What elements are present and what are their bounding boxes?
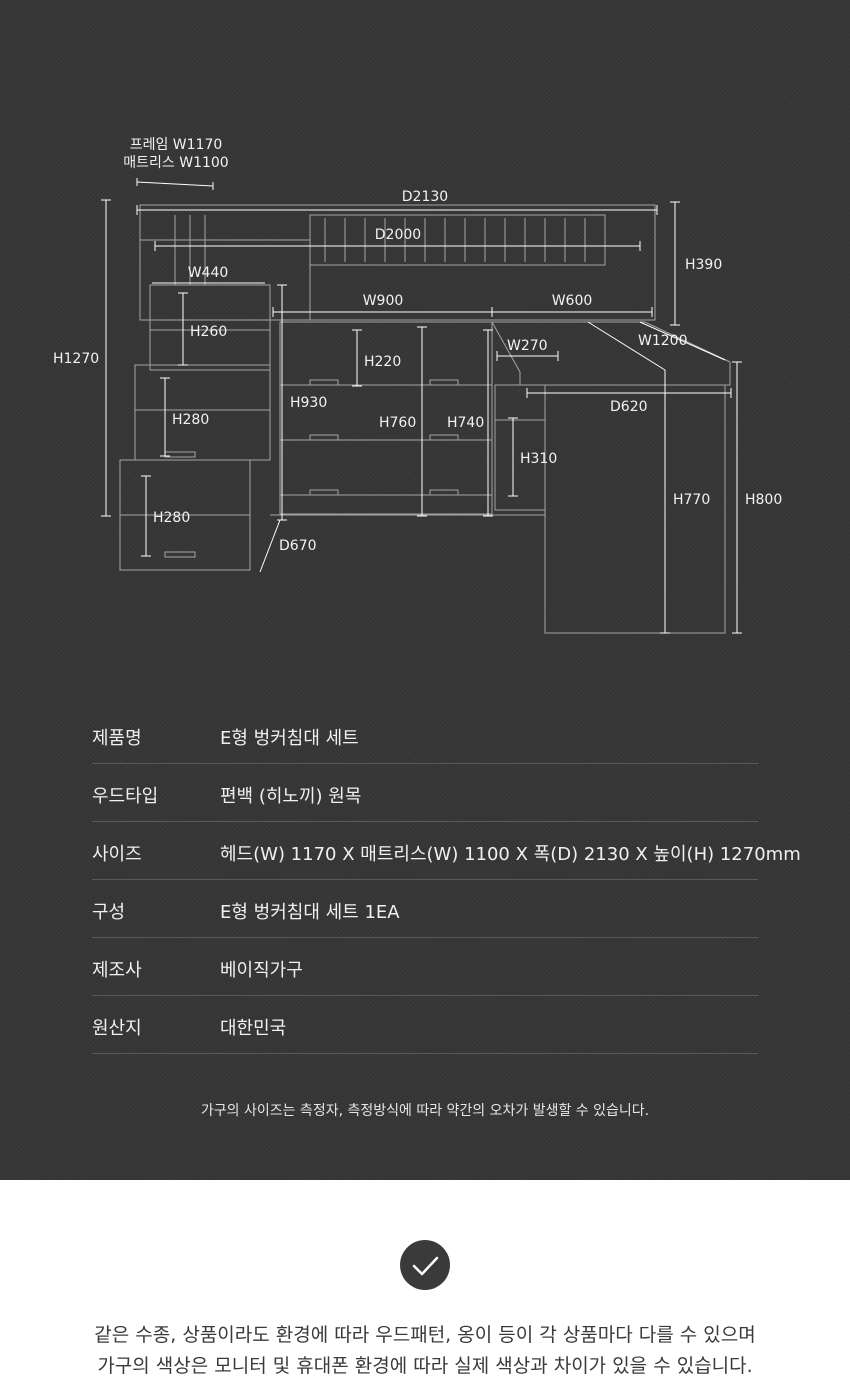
spec-value: 베이직가구 (220, 960, 303, 981)
d2130-label: D2130 (402, 189, 448, 205)
disclaimer-line-2: 가구의 색상은 모니터 및 휴대폰 환경에 따라 실제 색상과 차이가 있을 수… (97, 1355, 753, 1377)
spec-key: 제품명 (92, 728, 142, 749)
spec-key: 우드타입 (92, 786, 159, 807)
spec-row: 원산지 대한민국 (92, 996, 758, 1054)
h930-label: H930 (290, 395, 327, 411)
h770-label: H770 (673, 492, 710, 508)
w270-label: W270 (507, 338, 548, 354)
w600-label: W600 (552, 293, 593, 309)
w1200-label: W1200 (638, 333, 687, 349)
dimension-section: 프레임 W1170 매트리스 W1100 D2130 D2000 H390 W4… (0, 0, 850, 1180)
spec-key: 구성 (92, 902, 126, 923)
h1270-label: H1270 (53, 351, 99, 367)
spec-row: 우드타입 편백 (히노끼) 원목 (92, 764, 758, 822)
spec-value: E형 벙커침대 세트 (220, 728, 359, 749)
h740-label: H740 (447, 415, 484, 431)
frame-width-label: 프레임 W1170 (130, 137, 223, 153)
h220-label: H220 (364, 354, 401, 370)
spec-value: 대한민국 (220, 1018, 287, 1039)
spec-row: 사이즈 헤드(W) 1170 X 매트리스(W) 1100 X 폭(D) 213… (92, 822, 801, 880)
spec-key: 원산지 (92, 1018, 142, 1039)
h390-label: H390 (685, 257, 722, 273)
check-icon (400, 1240, 450, 1290)
disclaimer-line-1: 같은 수종, 상품이라도 환경에 따라 우드패턴, 옹이 등이 각 상품마다 다… (94, 1324, 756, 1346)
disclaimer-text: 같은 수종, 상품이라도 환경에 따라 우드패턴, 옹이 등이 각 상품마다 다… (0, 1320, 850, 1382)
d620-label: D620 (610, 399, 648, 415)
d670-label: D670 (279, 538, 317, 554)
size-notice: 가구의 사이즈는 측정자, 측정방식에 따라 약간의 오차가 발생할 수 있습니… (200, 1103, 650, 1119)
spec-row: 제품명 E형 벙커침대 세트 (92, 706, 758, 764)
d2000-label: D2000 (375, 227, 421, 243)
h310-label: H310 (520, 451, 557, 467)
h260-label: H260 (190, 324, 227, 340)
mattress-width-label: 매트리스 W1100 (123, 155, 228, 171)
spec-value: E형 벙커침대 세트 1EA (220, 902, 400, 923)
bed-outline (119, 204, 731, 634)
dimension-lines (101, 178, 742, 634)
h280-lower-label: H280 (153, 510, 190, 526)
w440-label: W440 (188, 265, 229, 281)
dimension-labels: 프레임 W1170 매트리스 W1100 D2130 D2000 H390 W4… (53, 137, 782, 554)
spec-value: 헤드(W) 1170 X 매트리스(W) 1100 X 폭(D) 2130 X … (220, 844, 801, 865)
h760-label: H760 (379, 415, 416, 431)
h800-label: H800 (745, 492, 782, 508)
bunk-bed-diagram: 프레임 W1170 매트리스 W1100 D2130 D2000 H390 W4… (0, 0, 850, 680)
spec-key: 제조사 (92, 960, 142, 981)
h280-upper-label: H280 (172, 412, 209, 428)
spec-key: 사이즈 (92, 844, 142, 865)
w900-label: W900 (363, 293, 404, 309)
spec-value: 편백 (히노끼) 원목 (220, 786, 362, 807)
bed-line-drawing: 프레임 W1170 매트리스 W1100 D2130 D2000 H390 W4… (53, 137, 782, 634)
spec-row: 제조사 베이직가구 (92, 938, 758, 996)
spec-row: 구성 E형 벙커침대 세트 1EA (92, 880, 758, 938)
spec-table: 제품명 E형 벙커침대 세트 우드타입 편백 (히노끼) 원목 사이즈 헤드(W… (92, 706, 801, 1054)
